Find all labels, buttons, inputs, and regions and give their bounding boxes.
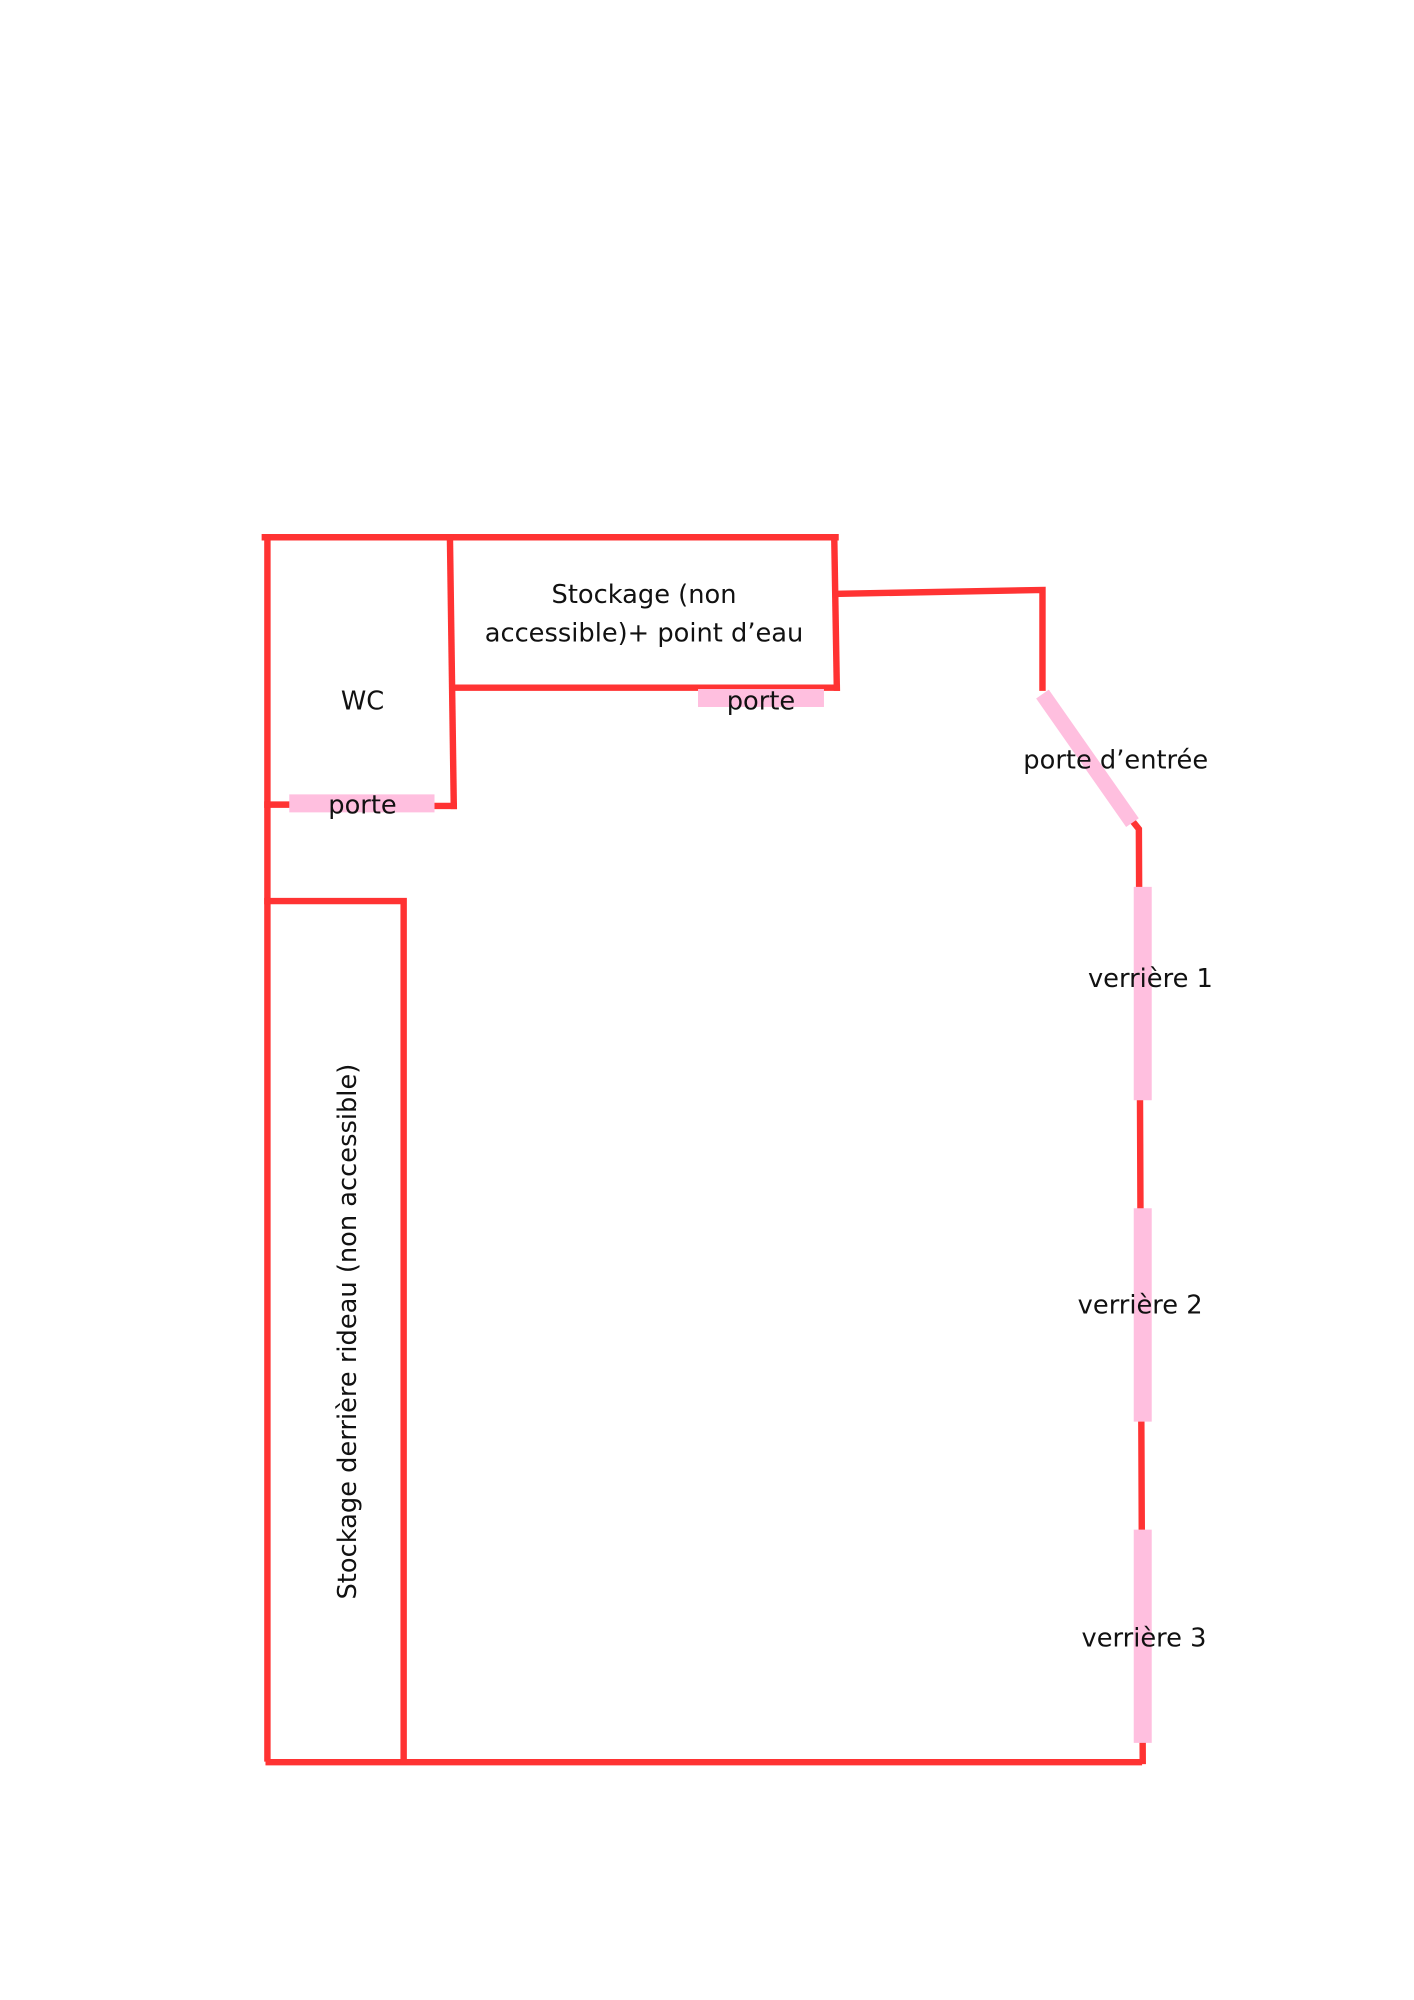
wc-label: WC	[341, 687, 384, 717]
storage-top-label-line1: Stockage (non	[552, 580, 737, 610]
window-3-label: verrière 3	[1082, 1624, 1207, 1654]
wall-storage-right	[830, 534, 841, 691]
wall-curtain-storage	[264, 897, 407, 1765]
window-2-label: verrière 2	[1078, 1291, 1203, 1321]
entrance-door-label: porte d’entrée	[1023, 746, 1208, 776]
storage-door-label: porte	[727, 687, 795, 717]
storage-top-label-line2: accessible)+ point d’eau	[485, 618, 804, 648]
window-1-label: verrière 1	[1088, 964, 1213, 994]
wall-top-right	[833, 586, 1046, 691]
curtain-storage-label: Stockage derrière rideau (non accessible…	[333, 1064, 363, 1600]
wall-wc-right	[446, 534, 458, 810]
entrance-door	[1036, 689, 1139, 828]
wc-door-label: porte	[328, 791, 396, 821]
wall-right	[1129, 818, 1146, 1765]
